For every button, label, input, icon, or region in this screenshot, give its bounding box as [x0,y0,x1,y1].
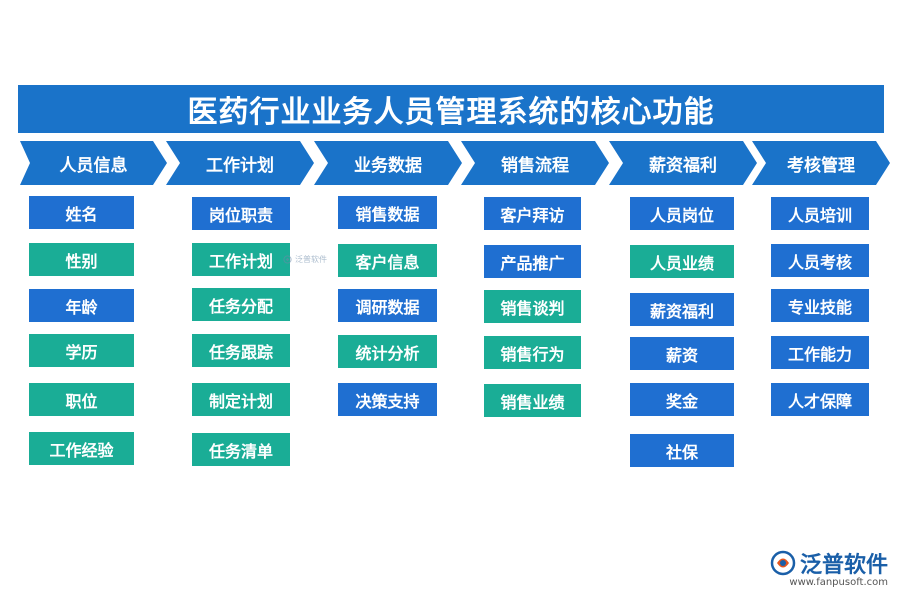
item-box: 姓名 [29,196,134,229]
logo-name: 泛普软件 [799,552,888,577]
item-box: 制定计划 [192,383,290,416]
watermark-text: 泛普软件 [295,255,327,264]
item-box: 销售行为 [484,336,581,369]
item-box: 性别 [29,243,134,276]
item-box: 工作计划 [192,243,290,276]
item-box: 岗位职责 [192,197,290,230]
item-box: 客户信息 [338,244,437,277]
item-box: 人才保障 [771,383,869,416]
header-work-plan: 工作计划 [166,141,314,185]
item-box: 工作能力 [771,336,869,369]
item-box: 学历 [29,334,134,367]
header-assessment-management: 考核管理 [752,141,890,185]
item-box: 客户拜访 [484,197,581,230]
item-box: 销售业绩 [484,384,581,417]
header-sales-process: 销售流程 [461,141,609,185]
item-box: 人员岗位 [630,197,734,230]
item-box: 任务分配 [192,288,290,321]
item-box: 销售数据 [338,196,437,229]
item-box: 薪资 [630,337,734,370]
item-box: 调研数据 [338,289,437,322]
item-box: 薪资福利 [630,293,734,326]
logo-url: www.fanpusoft.com [789,577,888,588]
item-box: 人员考核 [771,244,869,277]
header-personnel-info: 人员信息 [20,141,167,185]
title-banner: 医药行业业务人员管理系统的核心功能 [18,85,884,133]
page-title: 医药行业业务人员管理系统的核心功能 [187,95,715,130]
item-box: 人员培训 [771,197,869,230]
brand-logo: 泛普软件 www.fanpusoft.com [770,547,888,588]
header-business-data: 业务数据 [314,141,462,185]
item-box: 奖金 [630,383,734,416]
item-box: 人员业绩 [630,245,734,278]
item-box: 年龄 [29,289,134,322]
item-box: 任务跟踪 [192,334,290,367]
item-box: 工作经验 [29,432,134,465]
fanpu-logo-icon [283,255,292,264]
item-box: 销售谈判 [484,290,581,323]
watermark: 泛普软件 [283,254,327,265]
item-box: 社保 [630,434,734,467]
item-box: 决策支持 [338,383,437,416]
item-box: 专业技能 [771,289,869,322]
category-header-row: 人员信息 工作计划 业务数据 销售流程 薪资福利 考核管理 [0,141,900,185]
fanpu-logo-icon [770,550,796,576]
item-box: 产品推广 [484,245,581,278]
item-box: 职位 [29,383,134,416]
item-box: 统计分析 [338,335,437,368]
header-salary-benefits: 薪资福利 [609,141,757,185]
item-box: 任务清单 [192,433,290,466]
